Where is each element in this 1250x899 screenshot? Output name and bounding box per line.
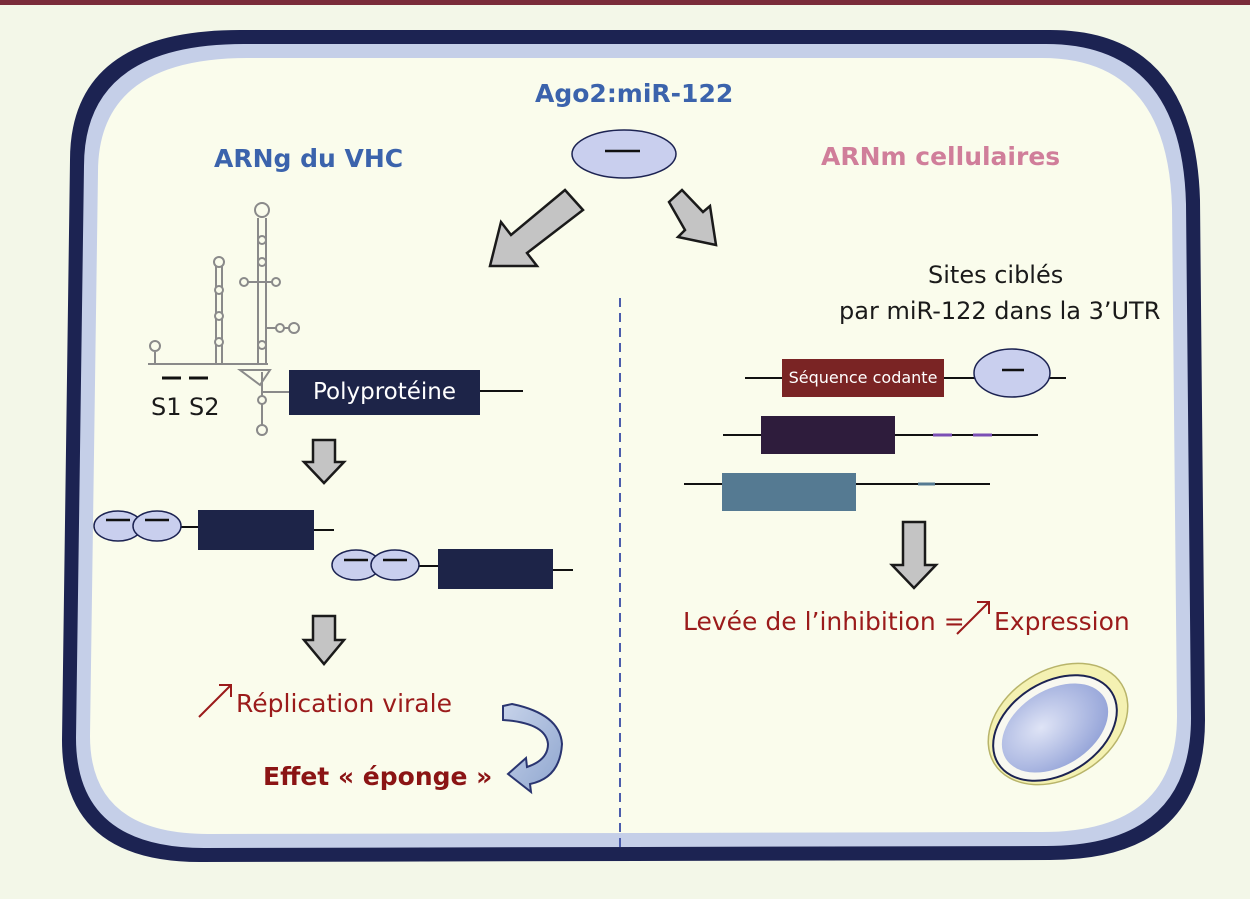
expression-label: Expression — [994, 607, 1130, 636]
hcv-rna-title: ARNg du VHC — [214, 144, 404, 173]
vesicle — [987, 662, 1129, 786]
arrow-to-hcv — [488, 188, 585, 268]
arrow-to-mrna — [667, 188, 718, 247]
s1-label: S1 — [151, 393, 182, 421]
replication-label: Réplication virale — [236, 689, 452, 718]
mrna-1 — [745, 348, 1066, 398]
up-arrow-icon — [956, 601, 990, 635]
hcv-rna-bound-2 — [331, 549, 573, 589]
mrna-3 — [684, 473, 990, 511]
up-arrow-icon — [198, 684, 232, 718]
targeted-sites-label-1: Sites ciblés — [928, 261, 1064, 289]
polyprotein-label: Polyprotéine — [312, 379, 457, 405]
curved-arrow-icon — [502, 702, 564, 795]
sponge-effect-label: Effet « éponge » — [263, 762, 493, 791]
cell-cytoplasm — [90, 58, 1177, 834]
cell-mrna-title: ARNm cellulaires — [821, 142, 1061, 171]
down-arrow-icon — [889, 520, 939, 590]
mrna-2 — [723, 416, 1038, 454]
targeted-sites-label-2: par miR-122 dans la 3’UTR — [839, 297, 1161, 325]
top-bar — [0, 0, 1250, 5]
ago2-mir122-complex — [571, 129, 677, 179]
s2-label: S2 — [189, 393, 220, 421]
polyprotein-box — [289, 370, 480, 415]
coding-sequence-label: Séquence codante — [788, 368, 938, 387]
hcv-rna-structure — [148, 202, 300, 436]
down-arrow-icon — [301, 614, 347, 666]
hcv-rna-bound-1 — [93, 510, 334, 550]
down-arrow-icon — [301, 438, 347, 485]
ago2-label: Ago2:miR-122 — [535, 79, 734, 108]
release-inhibition-label: Levée de l’inhibition = — [683, 607, 965, 636]
